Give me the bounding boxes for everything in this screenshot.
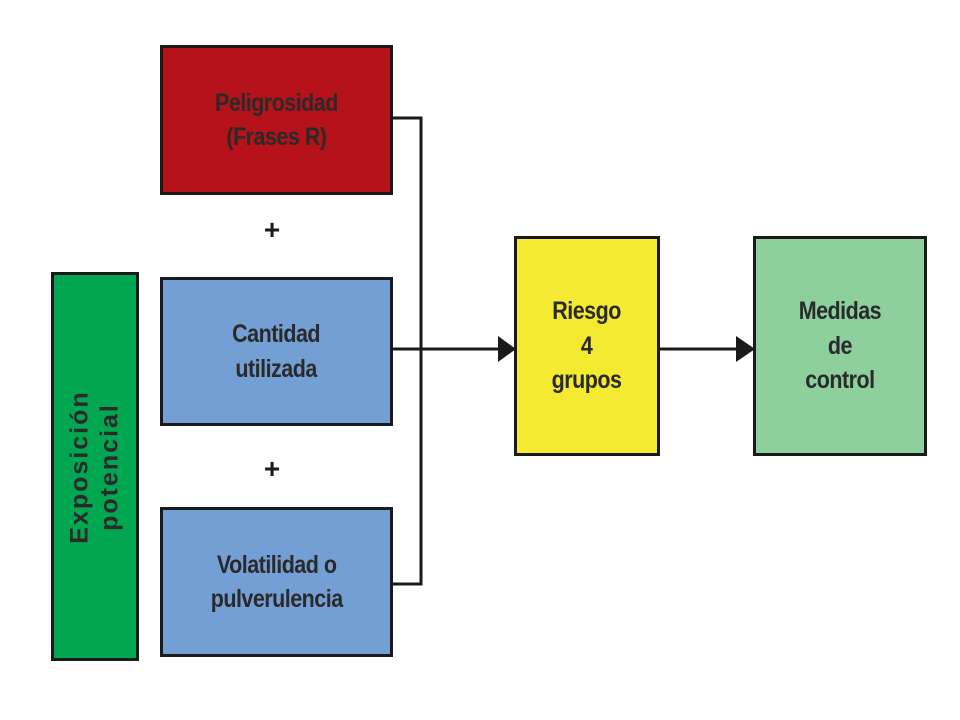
quantity-line-1: Cantidad (232, 320, 321, 348)
quantity-line-2: utilizada (235, 354, 318, 383)
hazard-line-2: (Frases R) (226, 123, 327, 151)
exposure-line-1: Exposición (66, 389, 94, 544)
risk-line-2: 4 (581, 331, 593, 360)
plus-sign-2: + (263, 453, 281, 484)
control-line-3: control (805, 366, 875, 395)
plus-sign-1: + (263, 214, 281, 245)
volatility-line-2: pulverulencia (210, 585, 343, 613)
hazard-line-1: Peligrosidad (215, 88, 338, 117)
hazard-box: Peligrosidad (Frases R) (160, 45, 393, 195)
quantity-box: Cantidad utilizada (160, 277, 393, 426)
control-measures-box: Medidas de control (753, 236, 927, 456)
volatility-box: Volatilidad o pulverulencia (160, 507, 393, 657)
volatility-line-1: Volatilidad o (216, 550, 337, 579)
exposure-line-2: potencial (96, 402, 124, 531)
exposure-box: Exposición potencial (51, 272, 139, 661)
risk-line-1: Riesgo (552, 297, 622, 326)
control-line-2: de (827, 331, 853, 360)
risk-box: Riesgo 4 grupos (514, 236, 660, 456)
control-line-1: Medidas (798, 297, 882, 326)
risk-line-3: grupos (552, 366, 622, 395)
